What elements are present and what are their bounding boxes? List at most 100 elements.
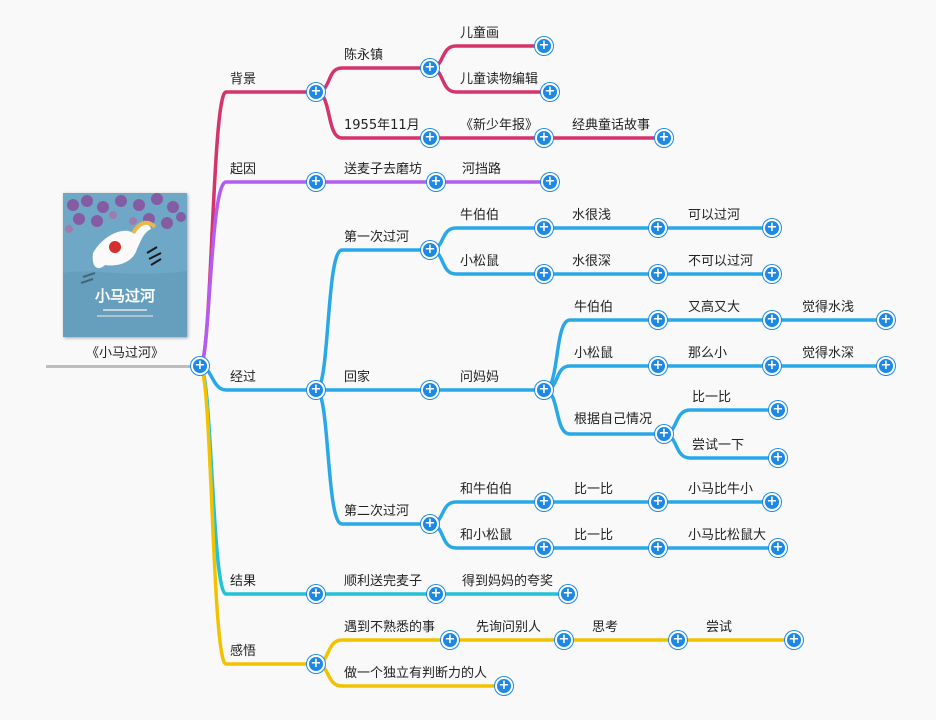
- expand-cannot-cross-plus-icon[interactable]: +: [763, 265, 781, 283]
- expand-shallow-plus-icon[interactable]: +: [649, 219, 667, 237]
- node-squirrel[interactable]: 小松鼠: [460, 254, 500, 269]
- expand-deep-plus-icon[interactable]: +: [649, 265, 667, 283]
- node-own-case[interactable]: 根据自己情况: [574, 412, 653, 427]
- expand-delivered-plus-icon[interactable]: +: [427, 585, 445, 603]
- node-independent[interactable]: 做一个独立有判断力的人: [344, 666, 488, 681]
- node-magazine[interactable]: 《新少年报》: [460, 118, 539, 133]
- edge-second-withox: [428, 500, 546, 526]
- expand-attempt-plus-icon[interactable]: +: [785, 631, 803, 649]
- expand-process-plus-icon[interactable]: +: [307, 381, 325, 399]
- expand-magazine-plus-icon[interactable]: +: [535, 129, 553, 147]
- node-editor[interactable]: 儿童读物编辑: [460, 72, 539, 87]
- node-with-ox[interactable]: 和牛伯伯: [460, 482, 513, 497]
- branch-insight-label[interactable]: 感悟: [230, 644, 257, 659]
- expand-bigger-squirrel-plus-icon[interactable]: +: [769, 539, 787, 557]
- expand-compare-ox-plus-icon[interactable]: +: [649, 493, 667, 511]
- expand-unfamiliar-plus-icon[interactable]: +: [441, 631, 459, 649]
- node-cannot-cross[interactable]: 不可以过河: [688, 254, 754, 269]
- node-home[interactable]: 回家: [344, 370, 371, 385]
- expand-compare-plus-icon[interactable]: +: [769, 401, 787, 419]
- node-praise[interactable]: 得到妈妈的夸奖: [462, 574, 554, 589]
- expand-insight-plus-icon[interactable]: +: [307, 655, 325, 673]
- edge-first-ox: [428, 226, 546, 252]
- expand-classic-plus-icon[interactable]: +: [655, 129, 673, 147]
- expand-squirrel2-plus-icon[interactable]: +: [649, 357, 667, 375]
- expand-ask-mom-plus-icon[interactable]: +: [535, 381, 553, 399]
- node-delivered[interactable]: 顺利送完麦子: [344, 574, 423, 589]
- expand-deliver-plus-icon[interactable]: +: [427, 173, 445, 191]
- node-squirrel2[interactable]: 小松鼠: [574, 346, 614, 361]
- node-unfamiliar[interactable]: 遇到不熟悉的事: [344, 620, 436, 635]
- root-underline: [46, 365, 201, 368]
- expand-with-ox-plus-icon[interactable]: +: [535, 493, 553, 511]
- expand-cause-plus-icon[interactable]: +: [307, 173, 325, 191]
- expand-background-plus-icon[interactable]: +: [307, 83, 325, 101]
- book-cover-image: 小马过河: [63, 193, 187, 337]
- expand-result-plus-icon[interactable]: +: [307, 585, 325, 603]
- expand-year-plus-icon[interactable]: +: [421, 129, 439, 147]
- expand-so-small-plus-icon[interactable]: +: [763, 357, 781, 375]
- expand-tall-big-plus-icon[interactable]: +: [763, 311, 781, 329]
- expand-first-plus-icon[interactable]: +: [421, 241, 439, 259]
- node-chen[interactable]: 陈永镇: [344, 48, 384, 63]
- node-think[interactable]: 思考: [592, 620, 619, 635]
- edge-owncase-compare: [662, 408, 780, 436]
- node-so-small[interactable]: 那么小: [688, 346, 728, 361]
- expand-root-plus-icon[interactable]: +: [191, 357, 209, 375]
- edge-root-cause: [198, 180, 318, 368]
- expand-painting-plus-icon[interactable]: +: [535, 37, 553, 55]
- expand-can-cross-plus-icon[interactable]: +: [763, 219, 781, 237]
- expand-feels-shallow-plus-icon[interactable]: +: [877, 311, 895, 329]
- expand-praise-plus-icon[interactable]: +: [559, 585, 577, 603]
- node-shallow[interactable]: 水很浅: [572, 208, 612, 223]
- expand-with-squirrel-plus-icon[interactable]: +: [535, 539, 553, 557]
- edge-root-background: [198, 90, 318, 368]
- expand-squirrel-plus-icon[interactable]: +: [535, 265, 553, 283]
- node-deep[interactable]: 水很深: [572, 254, 612, 269]
- node-feels-shallow[interactable]: 觉得水浅: [802, 300, 855, 315]
- node-ask-first[interactable]: 先询问别人: [476, 620, 542, 635]
- expand-uncle-ox-plus-icon[interactable]: +: [535, 219, 553, 237]
- expand-independent-plus-icon[interactable]: +: [495, 677, 513, 695]
- node-year[interactable]: 1955年11月: [344, 118, 420, 133]
- expand-ask-first-plus-icon[interactable]: +: [555, 631, 573, 649]
- node-uncle-ox[interactable]: 牛伯伯: [460, 208, 500, 223]
- expand-editor-plus-icon[interactable]: +: [541, 83, 559, 101]
- expand-think-plus-icon[interactable]: +: [669, 631, 687, 649]
- expand-river-plus-icon[interactable]: +: [541, 173, 559, 191]
- node-shorter-ox[interactable]: 小马比牛小: [688, 482, 754, 497]
- node-ask-mom[interactable]: 问妈妈: [460, 370, 500, 385]
- node-compare[interactable]: 比一比: [692, 390, 732, 405]
- expand-shorter-ox-plus-icon[interactable]: +: [763, 493, 781, 511]
- root-title[interactable]: 《小马过河》: [86, 346, 165, 361]
- expand-feels-deep-plus-icon[interactable]: +: [877, 357, 895, 375]
- node-try-it[interactable]: 尝试一下: [692, 438, 745, 453]
- node-with-squirrel[interactable]: 和小松鼠: [460, 528, 513, 543]
- node-attempt[interactable]: 尝试: [706, 620, 733, 635]
- node-ox2[interactable]: 牛伯伯: [574, 300, 614, 315]
- node-compare-ox[interactable]: 比一比: [574, 482, 614, 497]
- expand-home-plus-icon[interactable]: +: [421, 381, 439, 399]
- node-second-crossing[interactable]: 第二次过河: [344, 504, 410, 519]
- expand-second-plus-icon[interactable]: +: [421, 515, 439, 533]
- expand-compare-squirrel-plus-icon[interactable]: +: [649, 539, 667, 557]
- branch-process-label[interactable]: 经过: [230, 370, 257, 385]
- edge-chen-painting: [428, 44, 546, 70]
- node-painting[interactable]: 儿童画: [460, 26, 500, 41]
- node-classic[interactable]: 经典童话故事: [572, 118, 651, 133]
- expand-chen-plus-icon[interactable]: +: [421, 59, 439, 77]
- branch-result-label[interactable]: 结果: [230, 574, 257, 589]
- node-tall-big[interactable]: 又高又大: [688, 300, 741, 315]
- node-bigger-squirrel[interactable]: 小马比松鼠大: [688, 528, 767, 543]
- branch-cause-label[interactable]: 起因: [230, 162, 257, 177]
- node-can-cross[interactable]: 可以过河: [688, 208, 741, 223]
- expand-own-case-plus-icon[interactable]: +: [655, 425, 673, 443]
- node-compare-squirrel[interactable]: 比一比: [574, 528, 614, 543]
- expand-try-it-plus-icon[interactable]: +: [769, 449, 787, 467]
- expand-ox2-plus-icon[interactable]: +: [649, 311, 667, 329]
- node-river[interactable]: 河挡路: [462, 162, 502, 177]
- node-feels-deep[interactable]: 觉得水深: [802, 346, 855, 361]
- branch-background-label[interactable]: 背景: [230, 72, 257, 87]
- node-first-crossing[interactable]: 第一次过河: [344, 230, 410, 245]
- node-deliver[interactable]: 送麦子去磨坊: [344, 162, 423, 177]
